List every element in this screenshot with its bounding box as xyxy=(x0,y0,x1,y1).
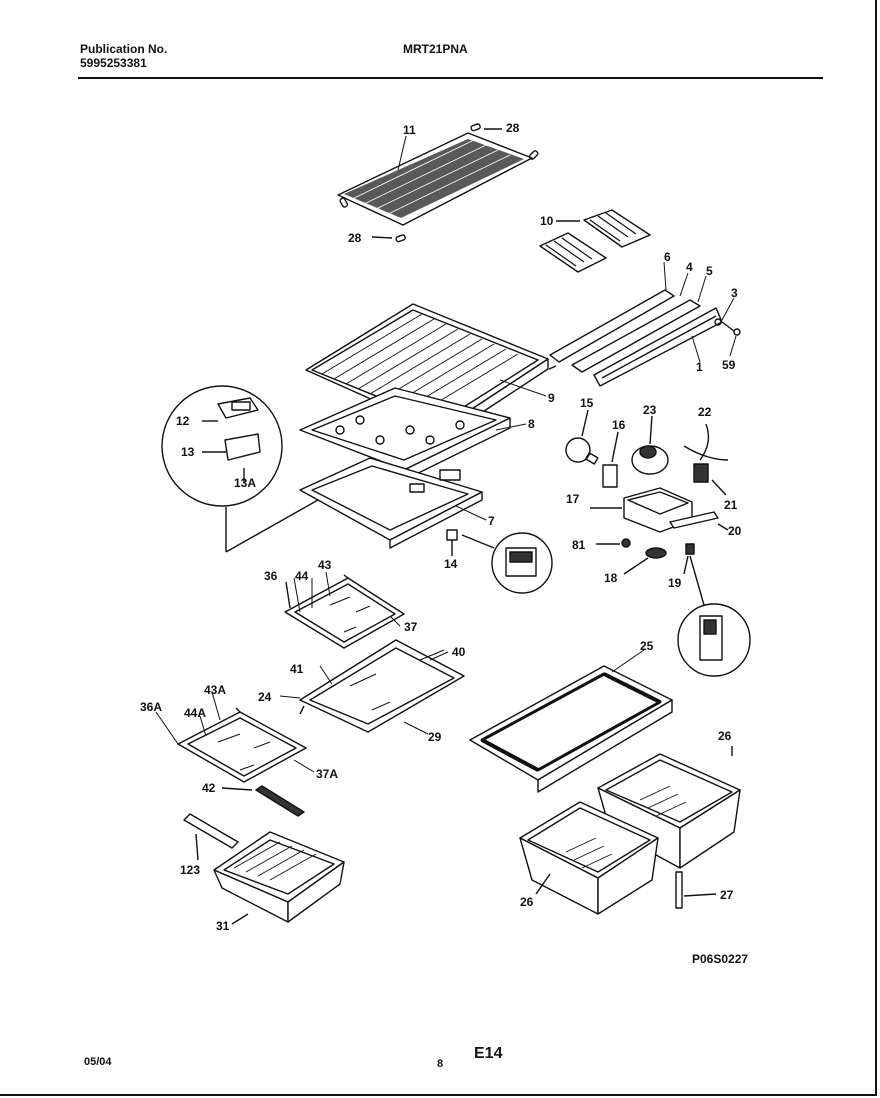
publication-label: Publication No. xyxy=(80,42,168,56)
shelf-43 xyxy=(284,574,405,649)
callout-29: 29 xyxy=(428,730,442,744)
callout-15: 15 xyxy=(580,396,594,410)
callout-37a: 37A xyxy=(316,767,338,781)
callout-24: 24 xyxy=(258,690,272,704)
light-bulb-15 xyxy=(565,409,599,465)
callout-42: 42 xyxy=(202,781,216,795)
callout-40: 40 xyxy=(452,645,466,659)
callout-26-right: 26 xyxy=(718,729,732,743)
callout-41: 41 xyxy=(290,662,304,676)
detail-circle-part-14 xyxy=(446,529,553,594)
socket-16 xyxy=(602,431,619,488)
callout-36a: 36A xyxy=(140,700,162,714)
callout-11: 11 xyxy=(403,123,416,137)
footer-date: 05/04 xyxy=(84,1056,112,1068)
callout-18: 18 xyxy=(604,571,618,585)
callout-4: 4 xyxy=(686,260,693,274)
glass-shelf-40 xyxy=(299,639,465,733)
rail-123 xyxy=(183,813,239,861)
crisper-left xyxy=(519,801,659,915)
footer-section: E14 xyxy=(474,1045,503,1062)
wire-harness-22-21 xyxy=(683,423,729,496)
callout-10: 10 xyxy=(540,214,554,228)
callout-17: 17 xyxy=(566,492,580,506)
callout-43: 43 xyxy=(318,558,332,572)
callout-31: 31 xyxy=(216,919,230,933)
callout-43a: 43A xyxy=(204,683,226,697)
part-27 xyxy=(675,871,717,909)
callout-13a: 13A xyxy=(234,476,256,490)
callout-3: 3 xyxy=(731,286,738,300)
callout-44a: 44A xyxy=(184,706,206,720)
callout-25: 25 xyxy=(640,639,654,653)
callout-13: 13 xyxy=(181,445,195,459)
callout-21: 21 xyxy=(724,498,738,512)
detail-circle-switch-19 xyxy=(677,543,751,677)
drawer-31 xyxy=(213,831,345,925)
callout-27: 27 xyxy=(720,888,734,902)
crisper-right xyxy=(597,746,741,869)
shelf-panel-9 xyxy=(305,303,549,441)
callout-36: 36 xyxy=(264,569,278,583)
shelf-clips-28 xyxy=(339,123,539,243)
callout-28-bottom: 28 xyxy=(348,231,362,245)
callout-9: 9 xyxy=(548,391,555,405)
callout-22: 22 xyxy=(698,405,712,419)
callout-20: 20 xyxy=(728,524,742,538)
callout-26-left: 26 xyxy=(520,895,534,909)
callout-19: 19 xyxy=(668,576,682,590)
callout-59: 59 xyxy=(722,358,736,372)
callout-8: 8 xyxy=(528,417,535,431)
shelf-frame-7 xyxy=(299,457,483,549)
shelf-frame-8 xyxy=(299,387,511,481)
model-number: MRT21PNA xyxy=(403,42,468,56)
shelf-rails xyxy=(541,289,741,387)
callout-37: 37 xyxy=(404,620,418,634)
leader-lines xyxy=(155,135,737,773)
callout-44: 44 xyxy=(295,569,309,583)
shelf-43a xyxy=(177,707,307,783)
detail-circle-shelf-brackets xyxy=(161,385,319,553)
footer-page-number: 8 xyxy=(437,1058,444,1070)
callout-1: 1 xyxy=(696,360,703,374)
callout-23: 23 xyxy=(643,403,657,417)
screw-81 xyxy=(596,538,631,548)
damper-23 xyxy=(631,415,669,475)
callout-5: 5 xyxy=(706,264,713,278)
wire-shelf-top xyxy=(337,132,533,226)
crisper-cover-25 xyxy=(469,665,673,793)
ice-trays xyxy=(539,209,651,273)
header-rule xyxy=(78,77,823,79)
callout-16: 16 xyxy=(612,418,626,432)
lens-18 xyxy=(623,547,667,575)
callout-6: 6 xyxy=(664,250,671,264)
figure-code: P06S0227 xyxy=(692,952,749,966)
callout-28-top: 28 xyxy=(506,121,520,135)
callout-14: 14 xyxy=(444,557,458,571)
rail-42 xyxy=(221,785,305,817)
callout-12: 12 xyxy=(176,414,190,428)
switch-plate-20 xyxy=(669,511,729,531)
callout-7: 7 xyxy=(488,514,495,528)
callout-123: 123 xyxy=(180,863,200,877)
callout-81: 81 xyxy=(572,538,586,552)
publication-number: 5995253381 xyxy=(80,56,147,70)
